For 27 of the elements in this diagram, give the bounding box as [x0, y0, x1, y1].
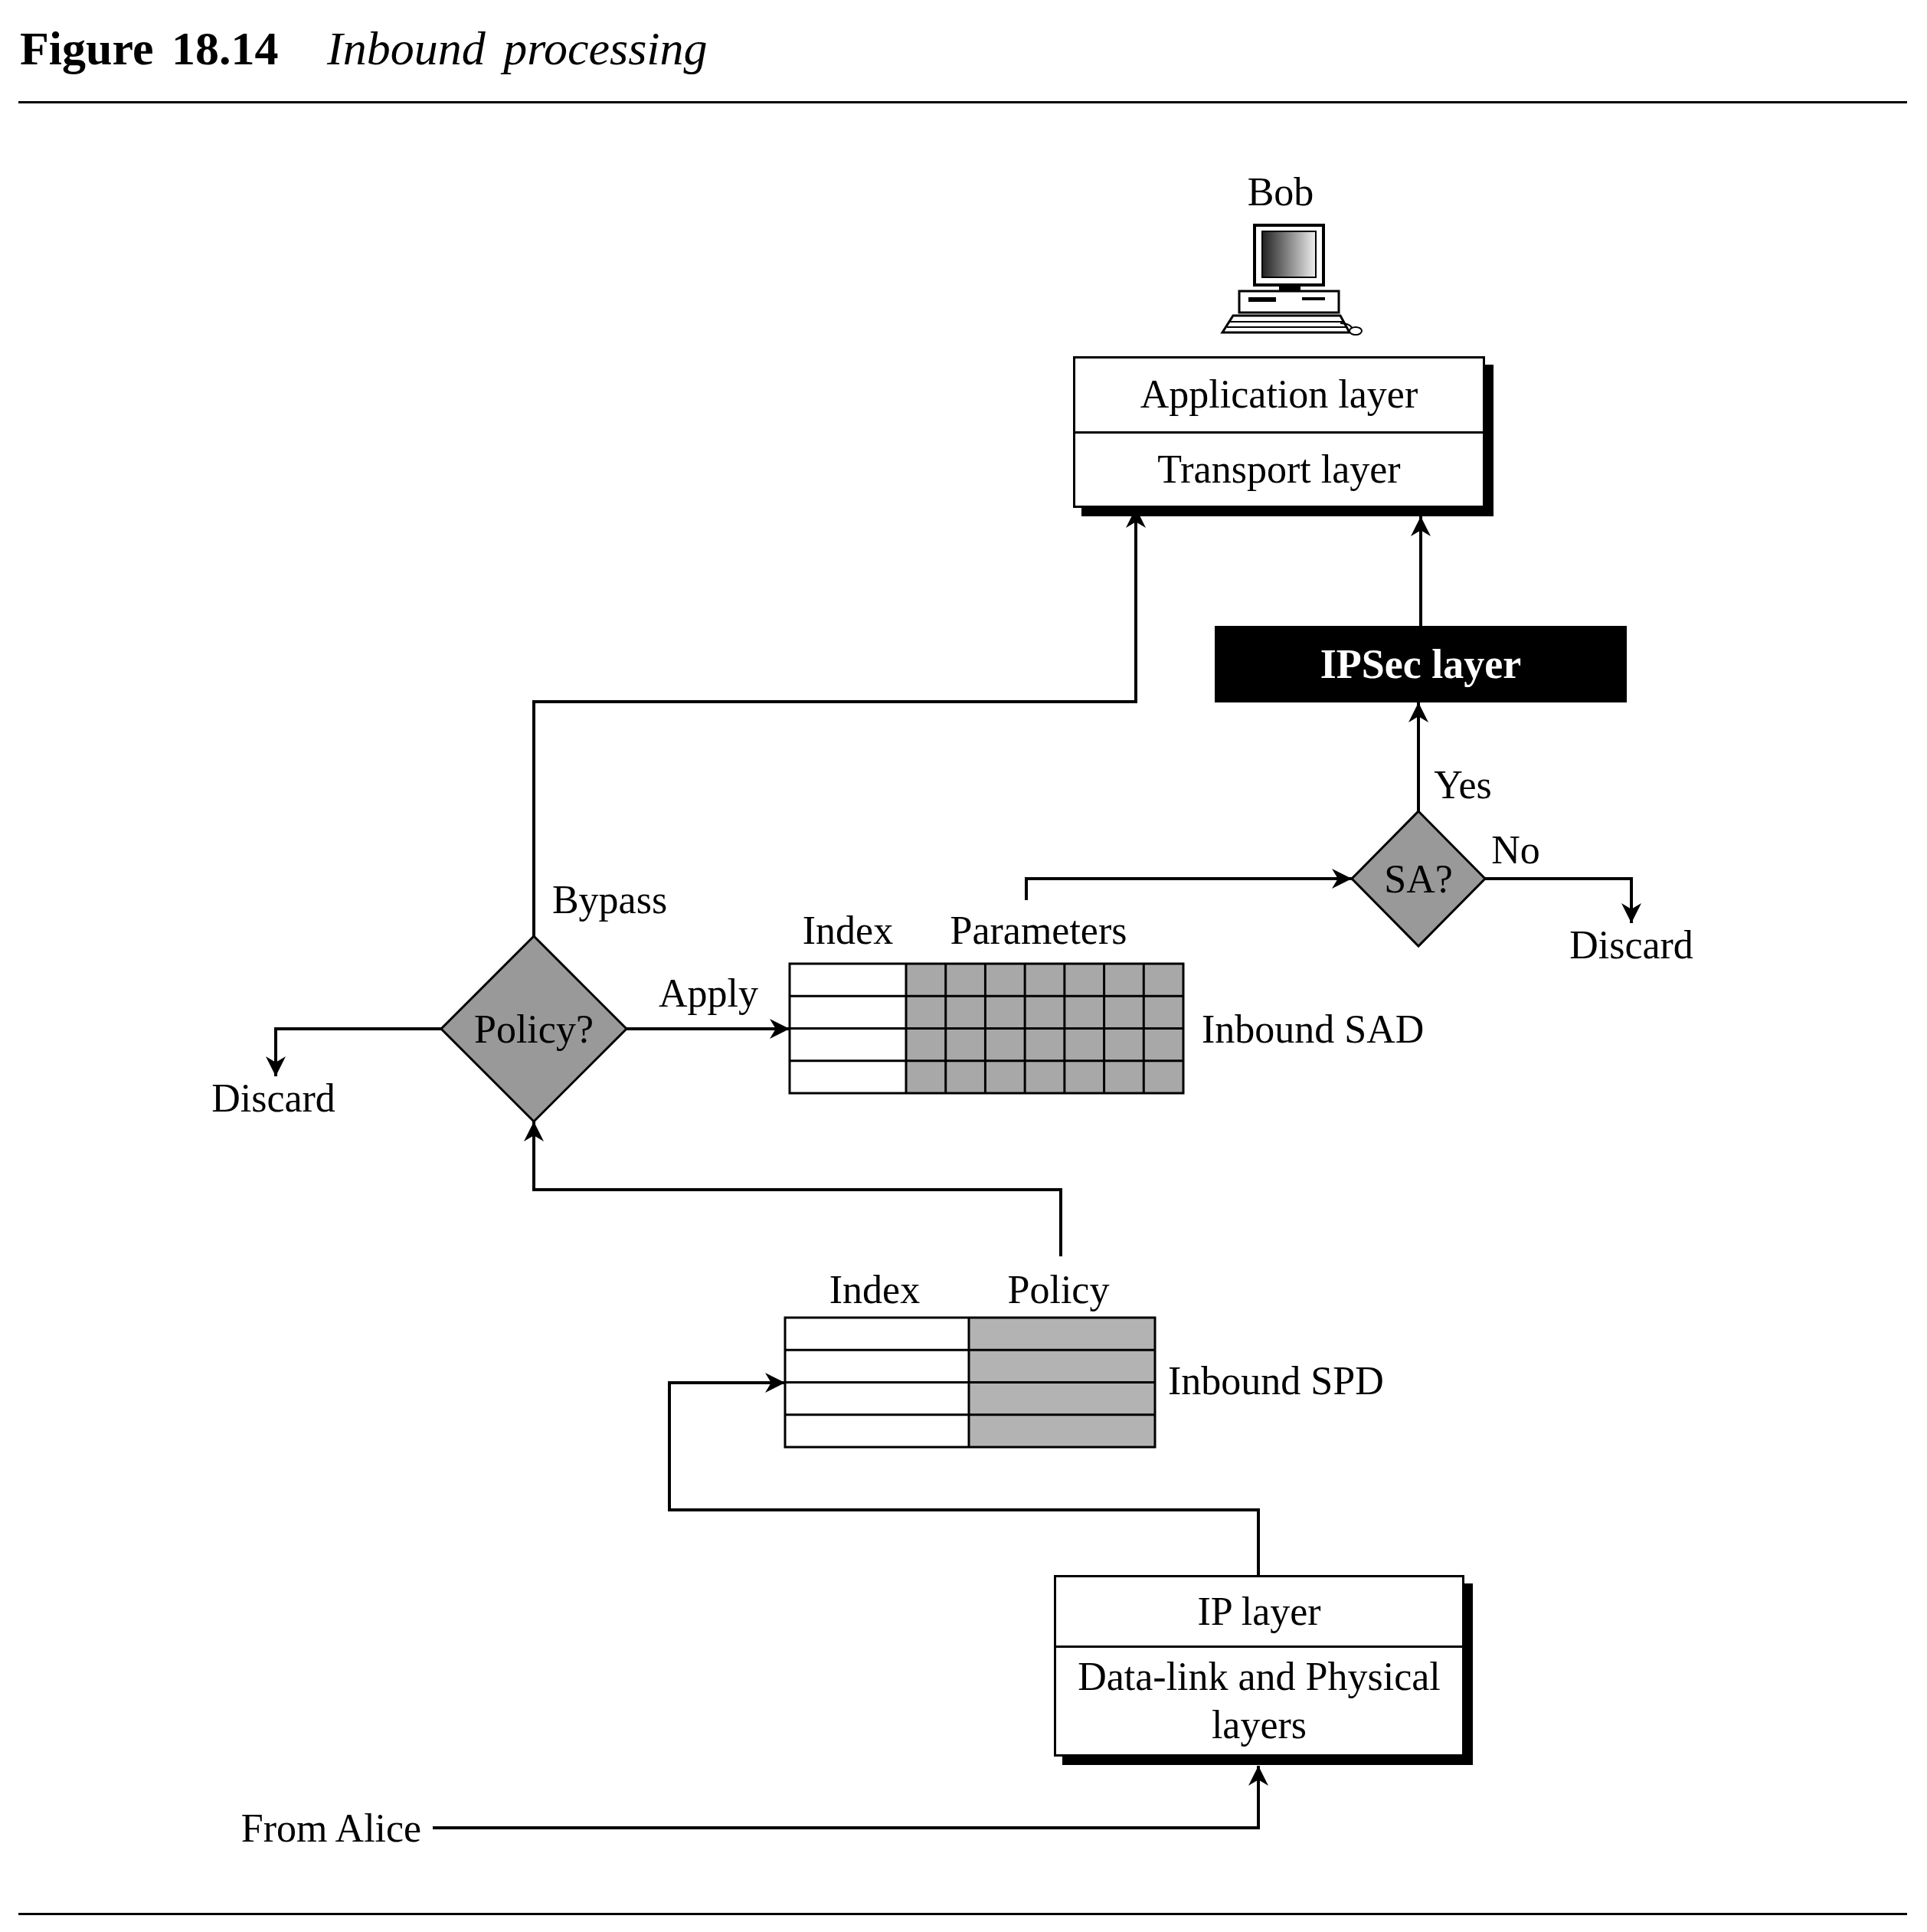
text-label: From Alice: [240, 1805, 422, 1851]
column-heading: Parameters: [950, 911, 1127, 951]
layer-label: Application layer: [1140, 372, 1418, 418]
column-heading: Index: [829, 1270, 921, 1310]
text-label: Discard: [1569, 922, 1693, 968]
arrow: [524, 1122, 1062, 1256]
arrow: [1408, 702, 1428, 811]
arrow: [1485, 877, 1641, 923]
arrow: [1025, 869, 1352, 900]
layer-label: Data-link and Physical layers: [1077, 1654, 1441, 1748]
column-heading: Policy: [1007, 1270, 1110, 1310]
table-name: Inbound SPD: [1168, 1357, 1384, 1403]
arrow: [1411, 516, 1431, 626]
decision-label: Policy?: [474, 1006, 594, 1052]
arrow: [433, 1766, 1268, 1829]
computer-caption: Bob: [1247, 169, 1314, 214]
layer-label: IP layer: [1197, 1588, 1321, 1635]
figure-title: Figure 18.14 Inbound processing: [20, 21, 708, 76]
table-name: Inbound SAD: [1202, 1006, 1425, 1052]
arrow: [266, 1027, 441, 1076]
layer-label: Transport layer: [1157, 446, 1401, 493]
column-heading: Index: [802, 911, 894, 951]
arrow: [668, 1373, 1260, 1575]
text-label: Discard: [211, 1075, 335, 1121]
decision-label: SA?: [1384, 856, 1453, 902]
layer-box: IPSec layer: [1215, 626, 1627, 702]
arrow: [627, 1019, 790, 1039]
